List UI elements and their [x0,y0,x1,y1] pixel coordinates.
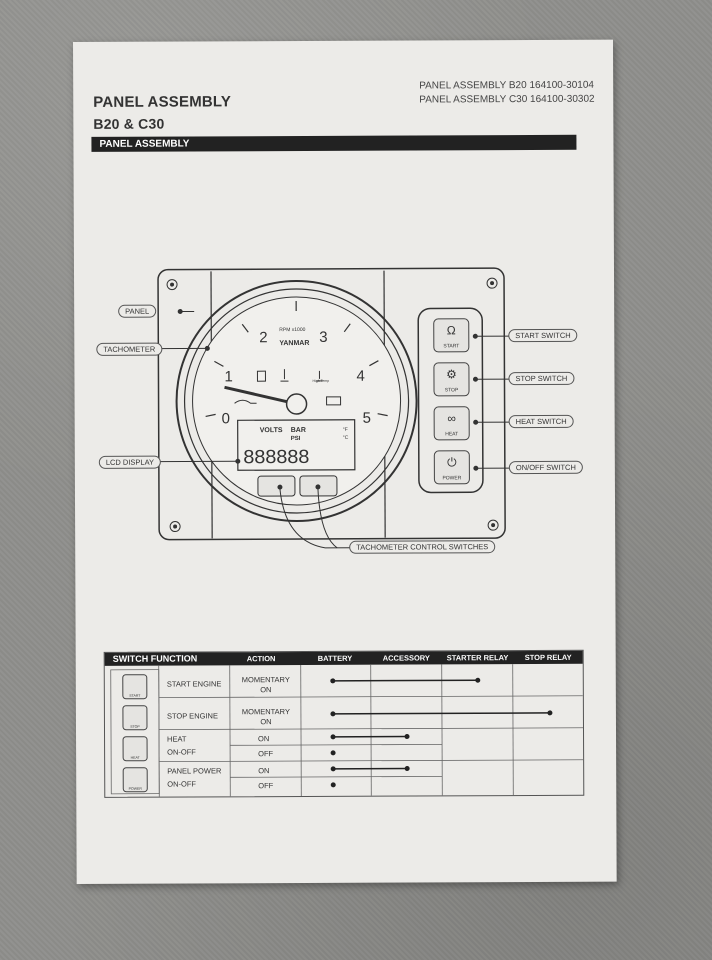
brand-logo: YANMAR [279,340,309,347]
table-heat-switch-icon [122,736,148,762]
row-stop-function: STOP ENGINE [166,711,218,721]
header-action: ACTION [246,654,276,664]
oil-pressure-icon [234,399,257,404]
switch-housing [417,307,484,494]
table-title: SWITCH FUNCTION [112,653,198,664]
tach-control-switch-left[interactable] [257,475,296,497]
needle-hub [285,393,308,415]
lcd-psi-label: PSI [291,436,301,442]
heat-switch-label: HEAT [445,431,459,438]
callout-lcd-display: LCD DISPLAY [98,455,162,469]
row-heat-action-off: OFF [258,749,274,759]
row-power-action-off: OFF [258,781,274,791]
header-accessory: ACCESSORY [382,653,430,663]
table-start-icon-label: START [129,694,141,698]
table-power-icon-label: POWER [129,787,143,791]
start-engine-line [332,679,478,682]
lcd-frame [237,419,356,471]
header-starter-relay: STARTER RELAY [446,653,509,663]
switch-function-table: SWITCH FUNCTION ACTION BATTERY ACCESSORY… [103,649,585,798]
table-power-switch-icon [122,767,148,793]
start-switch-label: START [443,343,460,350]
callout-start-switch: START SWITCH [508,328,578,343]
table-start-switch-icon [122,674,148,700]
battery-icon [326,396,342,406]
table-stop-icon-label: STOP [130,725,140,729]
table-grid: START STOP HEAT POWER [110,664,584,797]
callout-tachometer-control-switches: TACHOMETER CONTROL SWITCHES [349,540,496,554]
power-icon: ⏻ [447,455,457,470]
manual-page: PANEL ASSEMBLY B20 & C30 PANEL ASSEMBLY … [73,39,617,884]
lcd-celsius-label: °C [343,435,349,441]
callout-onoff-switch: ON/OFF SWITCH [508,460,583,475]
high-temp-icon [316,370,323,382]
table-stop-switch-icon [122,705,148,731]
row-start-action: MOMENTARY ON [241,675,290,695]
heat-switch[interactable]: ∞ HEAT [433,406,470,441]
coolant-temp-icon [280,369,289,382]
row-heat-function-2: ON-OFF [167,747,196,757]
lcd-bar-label: BAR [291,427,306,434]
stop-switch[interactable]: ⚙ STOP [433,362,470,397]
rpm-scale-label: RPM x1000 [279,327,305,333]
lcd-fahrenheit-label: °F [343,427,348,433]
stop-engine-line [332,712,550,715]
gauge-number-3: 3 [319,329,327,346]
header-battery: BATTERY [317,653,353,663]
stop-switch-label: STOP [444,387,459,394]
gauge-number-0: 0 [222,410,230,427]
callout-panel: PANEL [118,304,157,318]
start-icon: Ω [446,323,456,338]
fuel-icon [256,370,266,382]
lcd-digits: 888888 [243,447,309,470]
power-switch-label: POWER [442,475,462,482]
stop-icon: ⚙ [446,367,457,382]
panel-diagram: 0 1 2 3 4 5 RPM x1000 YANMAR High Temp V… [154,267,515,549]
gauge-number-1: 1 [224,368,232,385]
gauge-needle [224,385,289,404]
lcd-volts-label: VOLTS [260,427,283,434]
callout-tachometer: TACHOMETER [96,342,163,356]
callout-stop-switch: STOP SWITCH [508,371,575,386]
heat-icon: ∞ [447,411,456,426]
gauge-number-4: 4 [356,368,364,385]
row-power-function-1: PANEL POWER [167,766,222,776]
header-stop-relay: STOP RELAY [524,652,572,663]
row-heat-action-on: ON [258,734,270,744]
power-switch[interactable]: ⏻ POWER [433,450,470,485]
start-switch[interactable]: Ω START [433,318,470,353]
callout-heat-switch: HEAT SWITCH [508,414,574,429]
row-power-function-2: ON-OFF [167,779,197,789]
row-heat-function-1: HEAT [167,734,187,744]
row-start-function: START ENGINE [166,679,222,689]
gauge-number-5: 5 [363,410,371,427]
row-power-action-on: ON [258,766,270,776]
row-stop-action: MOMENTARY ON [241,707,290,727]
gauge-number-2: 2 [259,329,267,346]
table-heat-icon-label: HEAT [131,756,141,760]
